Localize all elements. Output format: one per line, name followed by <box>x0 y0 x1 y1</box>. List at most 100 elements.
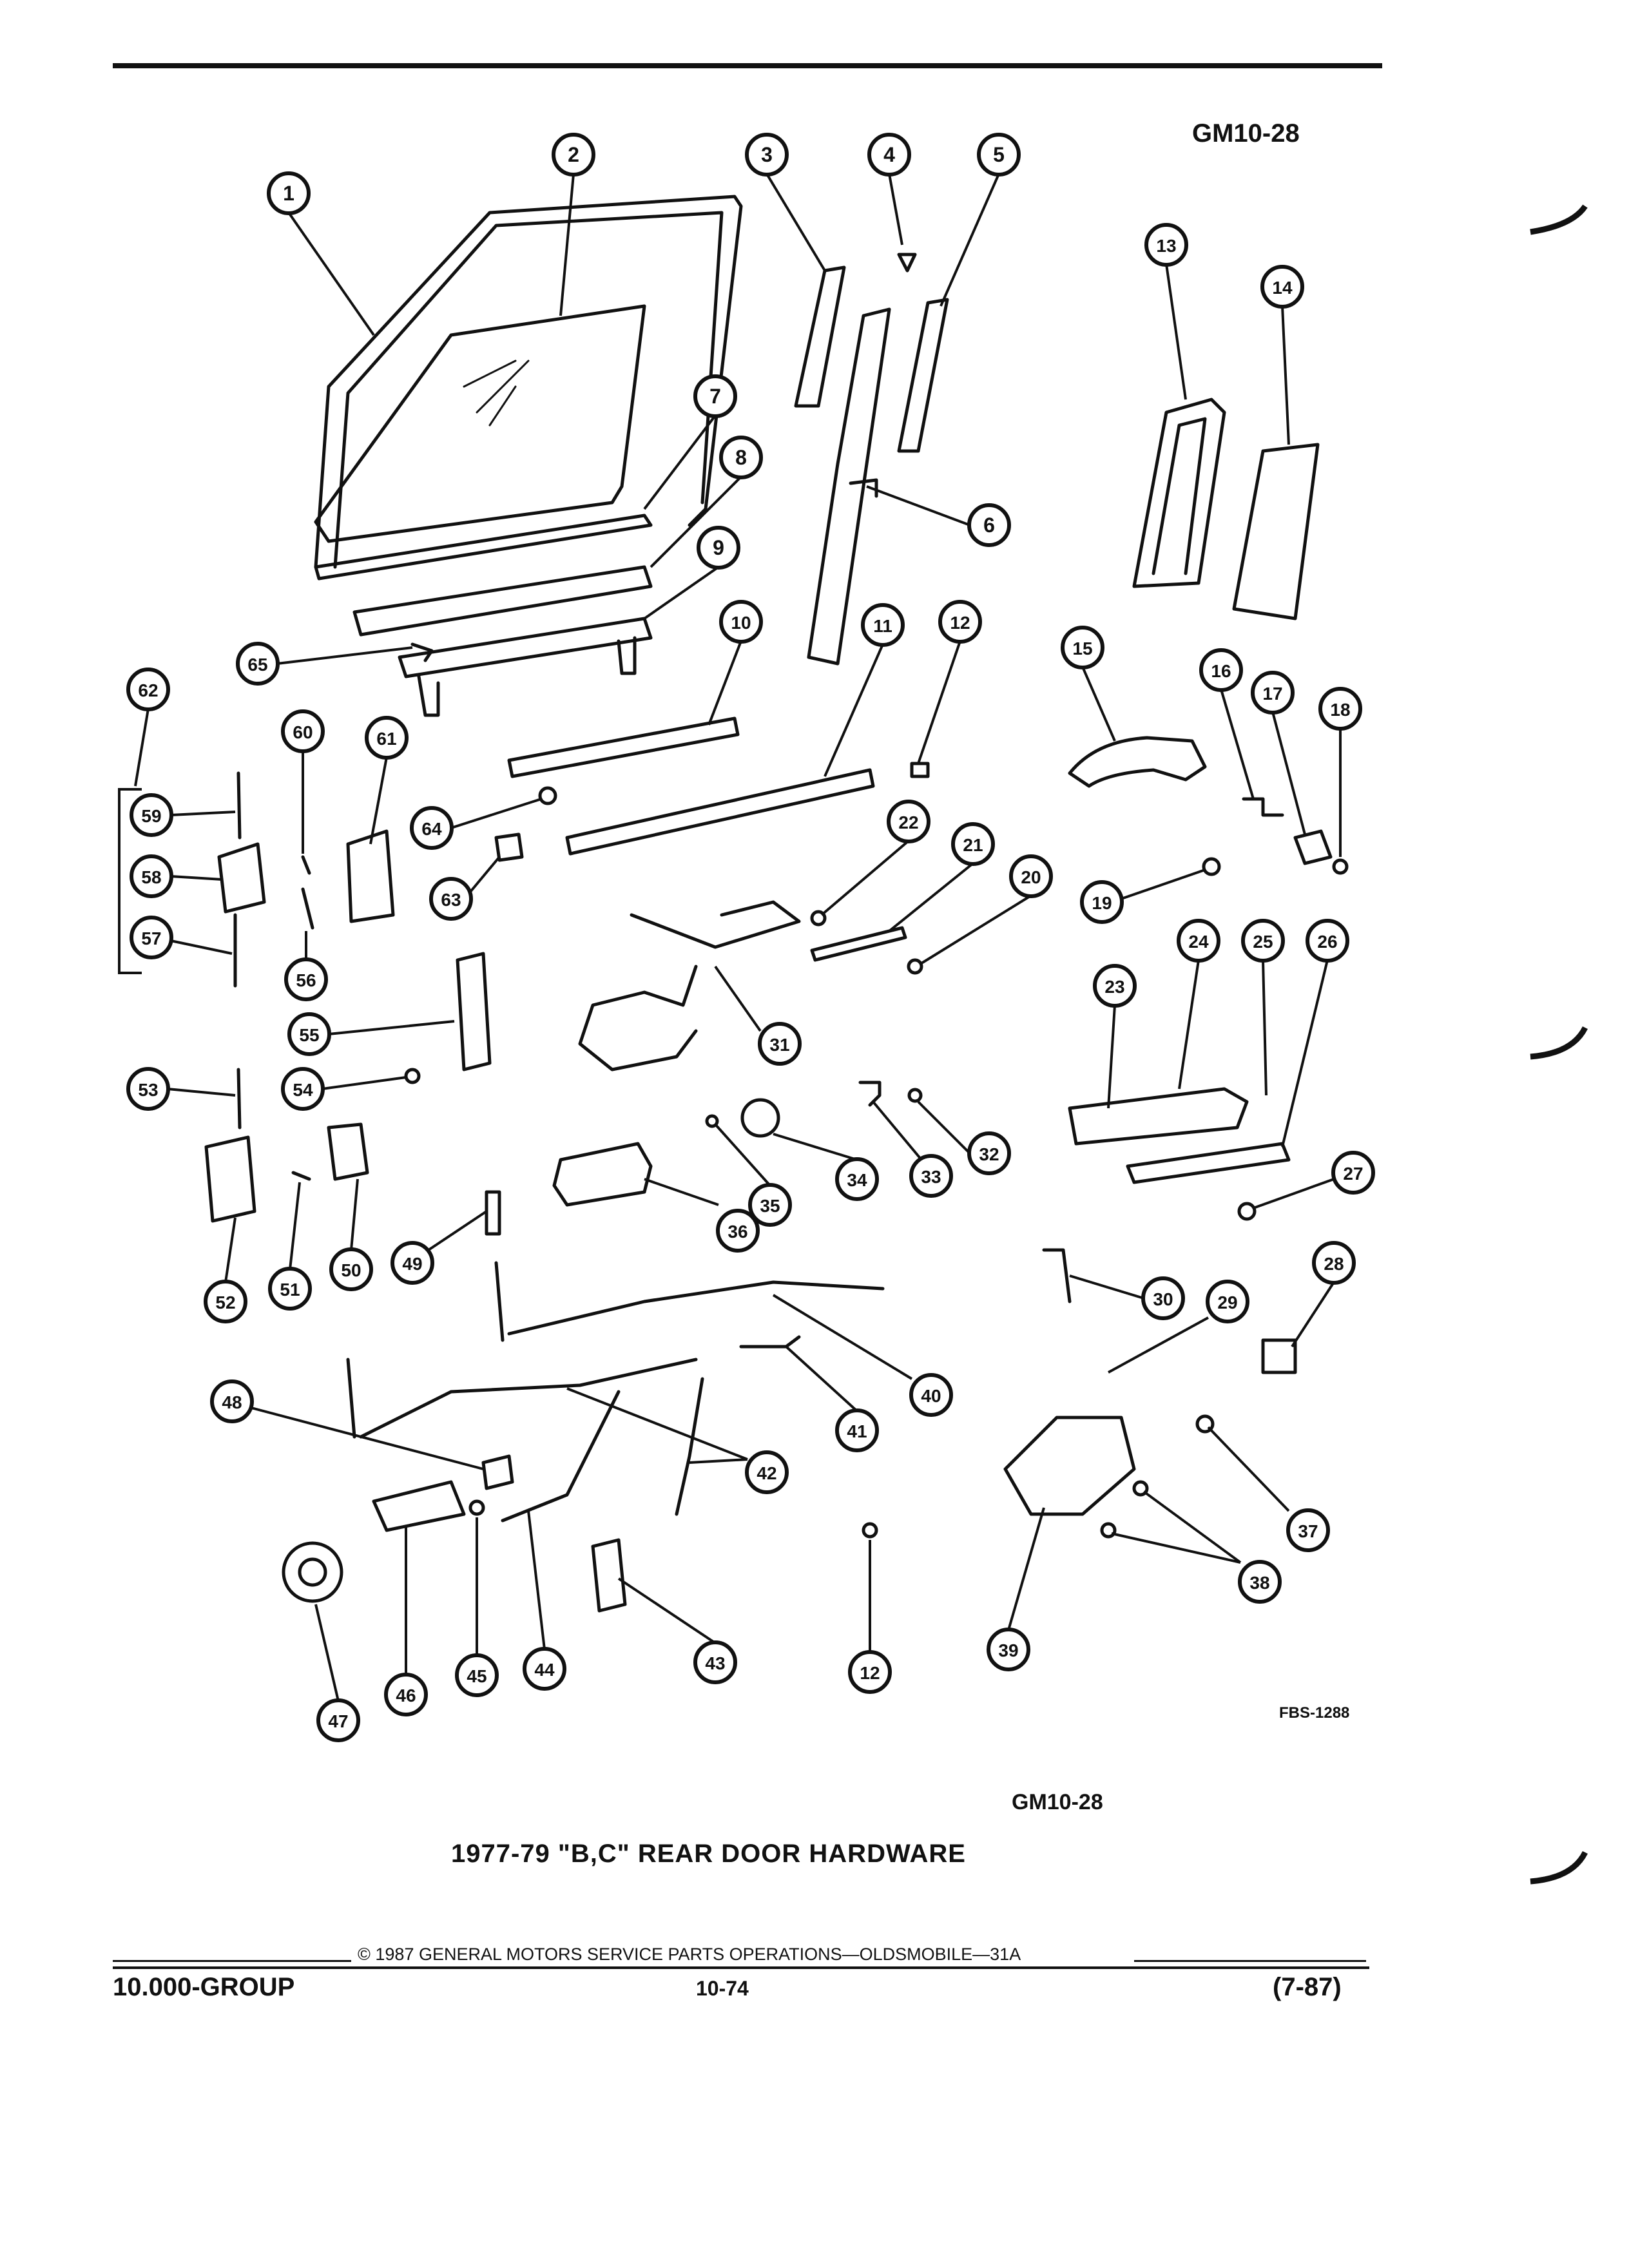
callout-number: 56 <box>296 970 316 990</box>
callout-number: 11 <box>873 616 892 636</box>
top-rule <box>113 63 1382 68</box>
callout-43: 43 <box>693 1640 737 1684</box>
callout-circle <box>693 374 737 418</box>
callout-49: 49 <box>390 1241 434 1285</box>
callout-number: 5 <box>993 143 1005 166</box>
part-42-rod <box>346 1358 698 1439</box>
callout-number: 44 <box>534 1660 555 1680</box>
callout-23: 23 <box>1093 964 1137 1008</box>
leader-20 <box>920 894 1032 965</box>
callout-number: 25 <box>1253 932 1273 952</box>
part-8-sash-channel <box>352 565 653 637</box>
callout-number: 13 <box>1156 236 1176 256</box>
callout-circle <box>977 133 1021 177</box>
leader-4 <box>888 173 903 245</box>
callout-number: 38 <box>1249 1573 1269 1593</box>
callout-number: 46 <box>396 1686 416 1706</box>
callout-21: 21 <box>951 822 995 866</box>
leader-54 <box>322 1076 407 1090</box>
part-47-grommet-outer <box>282 1541 343 1603</box>
callout-22: 22 <box>887 800 930 843</box>
part-54-bolt <box>404 1068 421 1084</box>
leader-58 <box>170 875 223 881</box>
part-9-sash-lower <box>398 617 653 678</box>
part-42-rod-b <box>675 1377 704 1516</box>
leader-35 <box>714 1123 771 1187</box>
part-19-washer <box>1202 857 1221 876</box>
part-2-door-glass <box>314 304 646 543</box>
part-12-clip-b <box>862 1522 878 1539</box>
callout-number: 47 <box>328 1711 348 1731</box>
callout-32: 32 <box>967 1131 1011 1175</box>
callout-13: 13 <box>1144 223 1188 267</box>
leader-31 <box>714 965 762 1032</box>
callout-41: 41 <box>835 1408 879 1452</box>
callout-59: 59 <box>130 793 173 837</box>
callout-number: 31 <box>769 1035 789 1055</box>
callout-number: 64 <box>421 819 442 839</box>
callout-circle <box>210 1379 254 1423</box>
callout-circle <box>1199 648 1243 692</box>
part-34-crank-knob <box>740 1098 780 1138</box>
callout-65: 65 <box>236 642 280 686</box>
part-38-clip-b <box>1100 1522 1117 1539</box>
callout-circle <box>1331 1151 1375 1195</box>
part-27-nut <box>1237 1202 1257 1221</box>
callout-9: 9 <box>697 526 740 570</box>
callout-number: 36 <box>728 1222 747 1242</box>
part-6-division-channel <box>807 307 891 666</box>
leader-12 <box>917 640 961 764</box>
part-18-nut <box>1332 858 1349 875</box>
leader-43 <box>617 1577 717 1644</box>
part-35-spacer <box>705 1114 719 1128</box>
callout-circle <box>1241 919 1285 963</box>
leader-3 <box>766 173 826 272</box>
part-65-clip <box>410 642 434 662</box>
part-2-glass-hatch <box>463 360 530 427</box>
part-40-rod <box>494 1261 885 1342</box>
callout-number: 58 <box>141 867 161 887</box>
callout-number: 42 <box>757 1463 776 1483</box>
part-56-spring <box>301 887 314 930</box>
leader-28 <box>1291 1281 1335 1348</box>
part-7-sash <box>314 514 653 581</box>
leader-49 <box>418 1210 488 1258</box>
part-17-escutcheon <box>1293 829 1333 865</box>
callout-circle <box>745 1450 789 1494</box>
callout-number: 2 <box>568 143 579 166</box>
leader-39 <box>1007 1507 1045 1631</box>
callout-circle <box>365 716 409 760</box>
callout-33: 33 <box>909 1154 953 1198</box>
callout-number: 33 <box>921 1167 941 1187</box>
callout-19: 19 <box>1080 880 1124 924</box>
part-32-screw <box>907 1088 923 1103</box>
callout-number: 65 <box>247 655 267 675</box>
part-44-rod <box>501 1390 621 1523</box>
callout-circle <box>719 436 763 479</box>
part-13-stationary-glass <box>1132 398 1226 588</box>
callout-circle <box>887 800 930 843</box>
leader-37 <box>1207 1426 1290 1512</box>
callout-62: 62 <box>126 668 170 711</box>
callout-27: 27 <box>1331 1151 1375 1195</box>
callout-number: 29 <box>1217 1293 1237 1312</box>
callout-circle <box>384 1673 428 1716</box>
callout-circle <box>130 854 173 898</box>
leader-48 <box>251 1407 484 1470</box>
part-64-roller <box>538 786 557 805</box>
callout-number: 60 <box>293 722 313 742</box>
leader-24 <box>1178 959 1200 1090</box>
leader-10 <box>708 640 742 726</box>
callout-40: 40 <box>909 1373 953 1417</box>
callout-circle <box>719 600 763 644</box>
callout-circle <box>523 1647 566 1691</box>
callout-number: 18 <box>1330 700 1350 720</box>
page-number: 10-74 <box>696 1977 749 2000</box>
callout-number: 12 <box>950 613 970 633</box>
callout-circle <box>697 526 740 570</box>
callout-number: 54 <box>293 1080 313 1100</box>
callout-55: 55 <box>287 1012 331 1056</box>
callout-47: 47 <box>316 1698 360 1742</box>
leader-9 <box>643 566 720 620</box>
